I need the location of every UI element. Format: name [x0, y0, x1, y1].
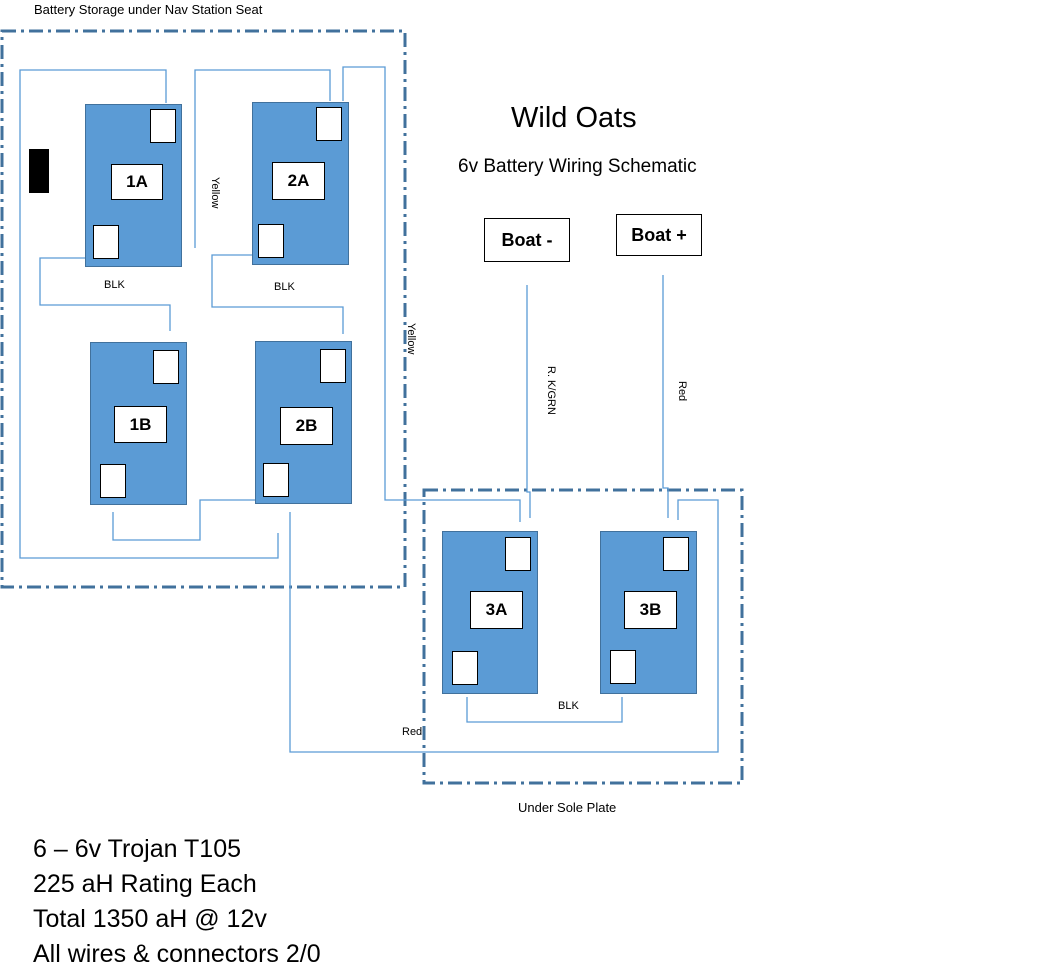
wire-label-blk-3: BLK — [558, 700, 579, 712]
wire-label-yellow-1: Yellow — [209, 177, 221, 209]
wire-label-red-2: Red — [402, 726, 423, 738]
wire-label-red-1: Red — [676, 381, 688, 402]
terminal-bottom — [263, 463, 289, 497]
nav-station-enclosure — [0, 29, 407, 589]
terminal-top — [505, 537, 531, 571]
page-subtitle: 6v Battery Wiring Schematic — [458, 156, 697, 177]
wire-1b-2b — [112, 499, 256, 541]
wire-label-blk-1: BLK — [104, 279, 125, 291]
battery-1a: 1A — [85, 104, 182, 267]
terminal-bottom — [452, 651, 478, 685]
wire-blk-2a-2b — [211, 254, 344, 334]
boat-positive-box: Boat + — [616, 214, 702, 256]
wire-blk-1a-1b — [39, 257, 171, 331]
battery-label: 3B — [624, 591, 677, 629]
wire-red-2b-3b — [289, 499, 719, 753]
note-line: Total 1350 aH @ 12v — [33, 905, 267, 933]
battery-label: 1B — [114, 406, 167, 443]
terminal-top — [316, 107, 342, 141]
battery-label: 3A — [470, 591, 523, 629]
page-title: Wild Oats — [511, 102, 637, 134]
battery-2a: 2A — [252, 102, 349, 265]
wire-blk-grn — [526, 285, 531, 518]
battery-3b: 3B — [600, 531, 697, 694]
terminal-bottom — [610, 650, 636, 684]
note-line: 225 aH Rating Each — [33, 870, 257, 898]
battery-label: 1A — [111, 164, 163, 200]
battery-label: 2B — [280, 407, 333, 445]
wire-label-yellow-2: Yellow — [405, 323, 417, 355]
terminal-top — [153, 350, 179, 384]
battery-1b: 1B — [90, 342, 187, 505]
terminal-top — [150, 109, 176, 143]
wire-yellow-1a-2a — [194, 69, 331, 248]
terminal-bottom — [258, 224, 284, 258]
battery-notes: 6 – 6v Trojan T105 225 aH Rating Each To… — [33, 832, 321, 972]
wire-red-boat-pos — [662, 275, 669, 518]
nav-station-label: Battery Storage under Nav Station Seat — [34, 2, 263, 17]
terminal-top — [320, 349, 346, 383]
terminal-bottom — [100, 464, 126, 498]
sole-plate-enclosure — [422, 488, 744, 785]
wire-blk-3a-3b — [466, 697, 623, 723]
battery-3a: 3A — [442, 531, 538, 694]
wire-yellow-2a-3a — [342, 66, 521, 522]
note-line: All wires & connectors 2/0 — [33, 940, 321, 968]
terminal-bottom — [93, 225, 119, 259]
note-line: 6 – 6v Trojan T105 — [33, 835, 242, 863]
sole-plate-label: Under Sole Plate — [518, 800, 617, 815]
wire-label-blk-2: BLK — [274, 281, 295, 293]
boat-negative-box: Boat - — [484, 218, 570, 262]
terminal-top — [663, 537, 689, 571]
wire-outer-loop — [19, 69, 279, 559]
wire-label-blk-grn: R. K/GRN — [545, 366, 557, 415]
battery-label: 2A — [272, 162, 325, 200]
battery-2b: 2B — [255, 341, 352, 504]
black-marker — [29, 149, 49, 193]
